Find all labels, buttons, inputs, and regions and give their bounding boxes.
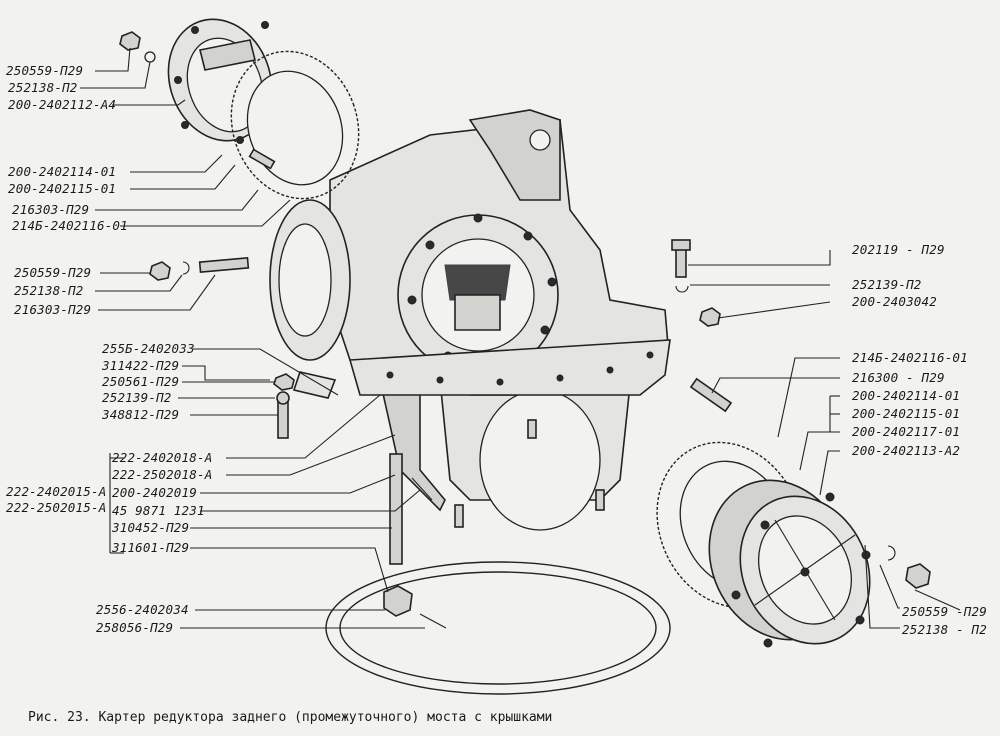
part-label-200-2402115-01-left: 200-2402115-01 [8, 181, 117, 196]
part-label-250561-p29: 250561-П29 [102, 374, 180, 389]
part-label-214b-2402116-01-right: 214Б-2402116-01 [852, 350, 968, 365]
bottom-flange-holes [386, 351, 654, 386]
part-label-200-2402113-a2: 200-2402113-А2 [852, 443, 961, 458]
part-label-200-2402115-01-right: 200-2402115-01 [852, 406, 961, 421]
fasteners [119, 31, 931, 629]
part-label-348812-p29: 348812-П29 [102, 407, 180, 422]
part-label-222-2402015-a: 222-2402015-А [6, 484, 107, 499]
part-label-252138-p2-mid: 252138-П2 [14, 283, 84, 298]
part-label-222-2402018-a: 222-2402018-А [112, 450, 213, 465]
part-label-216303-p29-mid: 216303-П29 [14, 302, 92, 317]
part-label-252138-p2-right: 252138 - П2 [902, 622, 987, 637]
part-label-214b-2402116-01-left: 214Б-2402116-01 [12, 218, 128, 233]
part-label-45-9871-1231: 45 9871 1231 [112, 503, 205, 518]
part-label-252138-p2-top: 252138-П2 [8, 80, 78, 95]
part-label-311422-p29: 311422-П29 [102, 358, 180, 373]
part-label-200-2402114-01-right: 200-2402114-01 [852, 388, 961, 403]
part-label-200-2403042: 200-2403042 [852, 294, 937, 309]
leader-lines-right [688, 250, 961, 629]
part-label-250559-p29-top: 250559-П29 [6, 63, 84, 78]
part-label-311601-p29: 311601-П29 [112, 540, 190, 555]
part-label-200-2402114-01-left: 200-2402114-01 [8, 164, 117, 179]
part-label-252139-p2-right: 252139-П2 [852, 277, 922, 292]
part-label-202119-p29: 202119 - П29 [852, 242, 945, 257]
part-label-255b-2402033: 255Б-2402033 [102, 341, 195, 356]
part-label-216303-p29-top: 216303-П29 [12, 202, 90, 217]
part-label-252139-p2-left: 252139-П2 [102, 390, 172, 405]
part-label-200-2402112-a4: 200-2402112-А4 [8, 97, 117, 112]
part-label-258056-p29: 258056-П29 [96, 620, 174, 635]
housing-flange-bolts [407, 213, 557, 362]
right-cover-assembly [708, 479, 871, 648]
figure-caption: Рис. 23. Картер редуктора заднего (проме… [28, 710, 553, 725]
part-label-250559-p29-mid: 250559-П29 [14, 265, 92, 280]
part-label-310452-p29: 310452-П29 [112, 520, 190, 535]
left-gasket [230, 50, 360, 200]
reducer-housing [269, 109, 671, 531]
part-label-200-2402019: 200-2402019 [112, 485, 197, 500]
left-cover-assembly [167, 18, 273, 144]
part-label-222-2502015-a: 222-2502015-А [6, 500, 107, 515]
part-label-222-2502018-a: 222-2502018-А [112, 467, 213, 482]
leader-lines-left [80, 47, 425, 629]
part-label-250559-p29-right: 250559 -П29 [902, 604, 987, 619]
cover-bolt-holes [174, 21, 269, 144]
part-label-216300-p29: 216300 - П29 [852, 370, 945, 385]
part-label-200-2402117-01: 200-2402117-01 [852, 424, 961, 439]
part-label-2556-2402034: 2556-2402034 [96, 602, 189, 617]
